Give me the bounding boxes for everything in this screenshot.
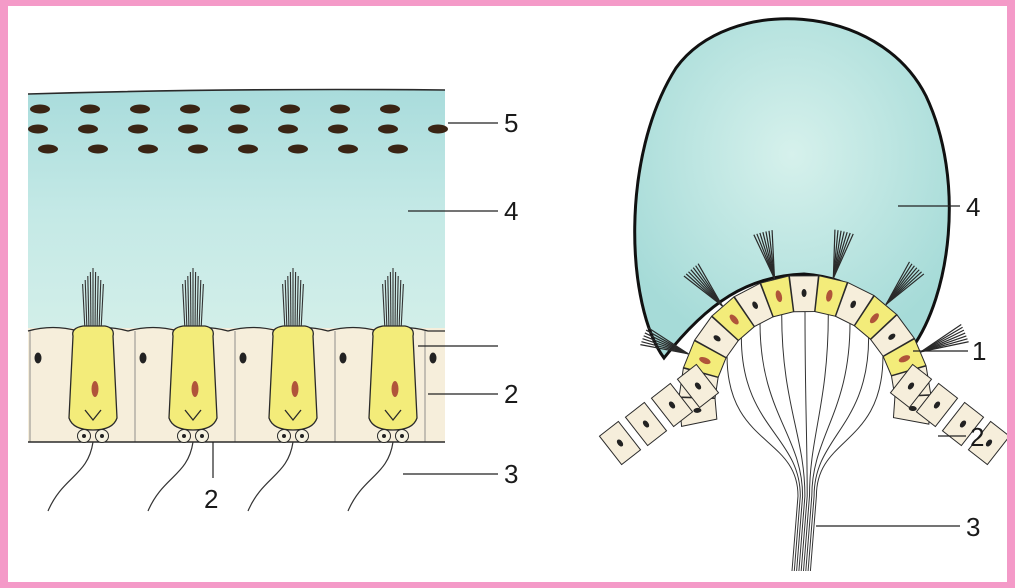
stereocilium [195,272,196,331]
nerve-fiber [741,337,800,571]
nerve-fiber [148,442,193,511]
support-cell-nucleus [240,353,247,364]
otolith [138,145,158,154]
nerve-ending-dot [82,434,86,438]
otolith [230,105,250,114]
otolith [188,145,208,154]
nerve-bundle [727,311,883,571]
hair-cell-body [369,326,417,430]
otolith [428,125,448,134]
left-figure: 5 4 2 3 2 [28,90,518,515]
nerve-ending-dot [182,434,186,438]
otolith [228,125,248,134]
otolith [30,105,50,114]
support-cell-nucleus [430,353,437,364]
otolith [280,105,300,114]
nerve-fiber [348,442,393,511]
otolith [178,125,198,134]
nerve-ending-dot [400,434,404,438]
hair-cell-nucleus [292,381,299,397]
otolith [80,105,100,114]
label-2-right-fig: 2 [970,422,984,452]
otolith [88,145,108,154]
otolith [128,125,148,134]
nerve-fibers [48,442,393,511]
nerve-ending-dot [100,434,104,438]
otolith [338,145,358,154]
otolith [180,105,200,114]
nerve-ending-dot [200,434,204,438]
label-3: 3 [504,459,518,489]
stereocilium [95,272,96,331]
hair-cell-body [69,326,117,430]
diagram-canvas: 5 4 2 3 2 4 1 2 3 [8,6,1007,582]
stereocilium [190,272,191,331]
otolith [380,105,400,114]
nerve-fiber [810,356,883,571]
nerve-fiber [808,337,869,571]
right-figure: 4 1 2 3 [599,19,1007,571]
nerve-ending-dot [282,434,286,438]
hair-cell-nucleus [192,381,199,397]
stereocilium [390,272,391,331]
label-4-right: 4 [966,192,980,222]
stereocilium [90,272,91,331]
label-1-right: 1 [972,336,986,366]
label-2-right: 2 [504,379,518,409]
support-cell-nucleus [340,353,347,364]
otolith [238,145,258,154]
stereocilium [290,272,291,331]
diagram-stage: 5 4 2 3 2 4 1 2 3 [8,6,1007,582]
label-2-bottom: 2 [204,484,218,514]
hair-cell-body [169,326,217,430]
otolith [278,125,298,134]
otolith [388,145,408,154]
otolith [28,125,48,134]
hair-cell-body [269,326,317,430]
otolith [78,125,98,134]
otolith [38,145,58,154]
nerve-fiber [760,323,803,571]
nerve-ending-dot [300,434,304,438]
hair-cell-nucleus [392,381,399,397]
otolith [288,145,308,154]
nerve-fiber [782,314,805,571]
label-4: 4 [504,196,518,226]
hair-cell-nucleus [92,381,99,397]
nerve-fiber [248,442,293,511]
otolith [330,105,350,114]
nerve-fiber [48,442,93,511]
nerve-fiber [804,314,829,571]
otolith [328,125,348,134]
nerve-ending-dot [382,434,386,438]
otolith [130,105,150,114]
nerve-fiber [806,323,850,571]
label-5: 5 [504,108,518,138]
support-cell-nucleus [140,353,147,364]
stereocilium [295,272,296,331]
otolith [378,125,398,134]
label-3-right: 3 [966,512,980,542]
support-cell-nucleus [35,353,42,364]
stereocilium [395,272,396,331]
